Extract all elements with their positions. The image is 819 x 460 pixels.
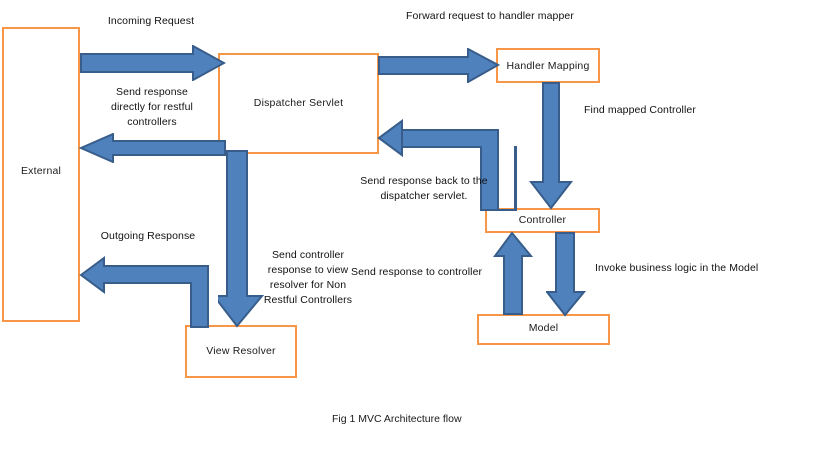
arrow-incoming-request — [80, 45, 226, 81]
arrow-forward-request — [378, 48, 500, 83]
node-dispatcher-servlet-label: Dispatcher Servlet — [253, 97, 344, 109]
node-model-label: Model — [528, 322, 559, 334]
label-incoming-request: Incoming Request — [107, 15, 195, 27]
node-handler-mapping[interactable]: Handler Mapping — [496, 48, 600, 83]
node-handler-mapping-label: Handler Mapping — [506, 60, 590, 72]
label-send-to-view-resolver: Send controller response to view resolve… — [263, 249, 353, 306]
node-controller-label: Controller — [518, 214, 567, 226]
label-forward-request: Forward request to handler mapper — [406, 10, 574, 22]
arrow-send-to-view-resolver — [218, 150, 274, 328]
label-response-back-to-dispatcher: Send response back to the dispatcher ser… — [360, 175, 488, 202]
node-view-resolver-label: View Resolver — [206, 345, 276, 357]
figure-caption: Fig 1 MVC Architecture flow — [332, 413, 462, 425]
node-controller[interactable]: Controller — [485, 208, 600, 233]
label-find-mapped-controller: Find mapped Controller — [584, 104, 696, 116]
arrow-response-to-controller — [493, 231, 533, 316]
arrow-find-mapped-controller — [529, 82, 573, 210]
label-response-to-controller: Send response to controller — [351, 266, 483, 278]
label-restful-response: Send response directly for restful contr… — [111, 86, 193, 128]
arrow-response-back-to-dispatcher — [376, 117, 518, 212]
node-external-label: External — [20, 165, 62, 177]
node-external[interactable]: External — [2, 27, 80, 322]
label-invoke-business-logic: Invoke business logic in the Model — [595, 262, 759, 274]
label-outgoing-response: Outgoing Response — [100, 230, 196, 242]
arrow-restful-response — [78, 133, 226, 163]
arrow-invoke-business-logic — [546, 232, 586, 317]
node-dispatcher-servlet[interactable]: Dispatcher Servlet — [218, 53, 379, 154]
node-model[interactable]: Model — [477, 314, 610, 345]
arrow-outgoing-response — [78, 255, 222, 328]
node-view-resolver[interactable]: View Resolver — [185, 325, 297, 378]
